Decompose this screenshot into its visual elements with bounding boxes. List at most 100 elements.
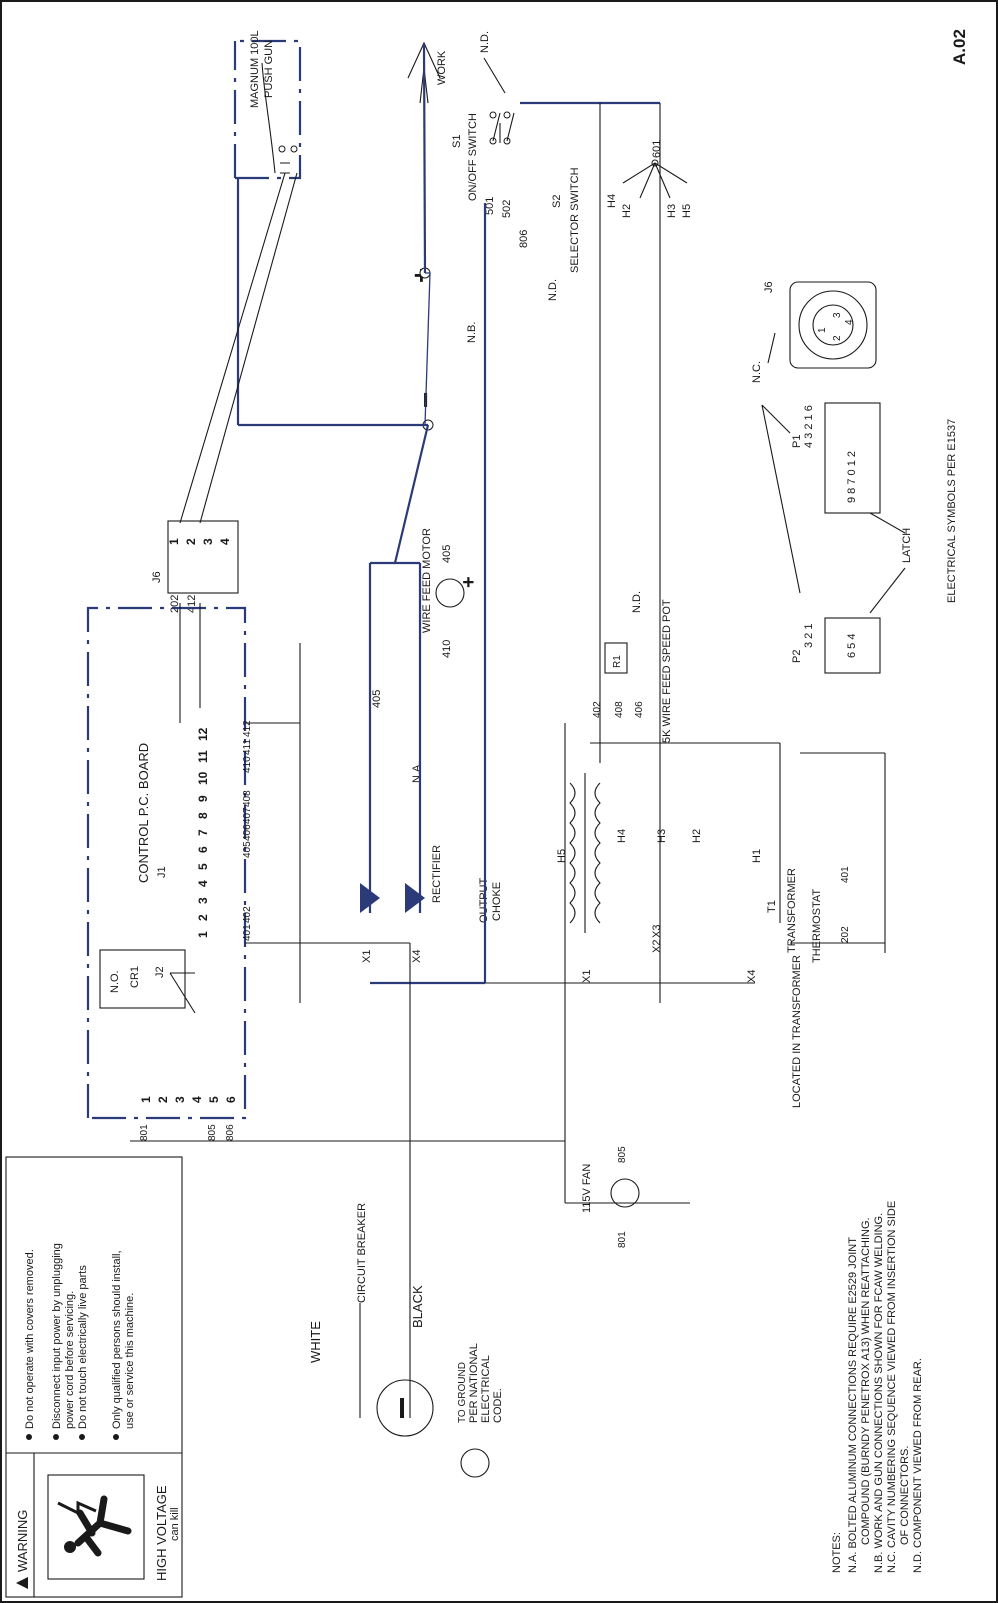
s1-label: S1 bbox=[451, 135, 463, 148]
control-board: CONTROL P.C. BOARD J1 J2 N.O. CR1 bbox=[86, 606, 247, 1120]
wire-label: H5 bbox=[681, 204, 693, 218]
wire-label: H5 bbox=[556, 849, 568, 863]
notes: NOTES: N.A. BOLTED ALUMINUM CONNECTIONS … bbox=[831, 1201, 924, 1573]
speed-pot: R1 N.D. 5K WIRE FEED SPEED POT 402 408 4… bbox=[592, 591, 673, 743]
warning-line: Disconnect input power by unplugging bbox=[51, 1243, 63, 1429]
sheet-id: A.02 bbox=[950, 29, 969, 65]
wire-label: 406 bbox=[634, 701, 645, 718]
j6-pin: 4 bbox=[218, 538, 232, 545]
wire-label: H2 bbox=[691, 829, 703, 843]
breaker-label: CIRCUIT BREAKER bbox=[356, 1203, 368, 1303]
j2-pin: 2 bbox=[156, 1096, 170, 1103]
j1-label: J1 bbox=[156, 866, 168, 878]
s2-label: S2 bbox=[551, 195, 563, 208]
wire-label: 408 bbox=[614, 701, 625, 718]
drawing-area: WARNING HIGH VOLTAGE can kill Do not ope… bbox=[5, 29, 969, 1598]
shock-figure-icon bbox=[57, 1495, 132, 1557]
j2-pin: 1 bbox=[139, 1096, 153, 1103]
j1-pin: 8 bbox=[196, 812, 210, 819]
selector-switch: S2 SELECTOR SWITCH N.D. 601 H2 H4 H3 H5 bbox=[547, 140, 693, 301]
wire-label: 202 bbox=[169, 595, 181, 613]
on-off-switch: S1 ON/OFF SWITCH 501 502 806 bbox=[451, 111, 530, 248]
note-line: OF CONNECTORS. bbox=[899, 1446, 911, 1545]
s2-name: SELECTOR SWITCH bbox=[569, 167, 581, 273]
p1-pin-row: 9 8 7 0 1 2 bbox=[846, 451, 858, 503]
j2-pin: 6 bbox=[224, 1096, 238, 1103]
white-label: WHITE bbox=[308, 1321, 323, 1363]
j2-pin: 3 bbox=[173, 1096, 187, 1103]
wire-label: 412 bbox=[186, 595, 198, 613]
power-cord: CIRCUIT BREAKER BLACK WHITE TO GROUND PE… bbox=[308, 1203, 504, 1478]
j6-pin: 2 bbox=[184, 538, 198, 545]
wire-label: 806 bbox=[225, 1124, 236, 1141]
wire-label: 406 bbox=[242, 824, 253, 841]
ground-note: CODE. bbox=[492, 1388, 504, 1423]
j1-pin: 2 bbox=[196, 914, 210, 921]
socket-pin: 2 bbox=[832, 335, 843, 341]
black-label: BLACK bbox=[410, 1285, 425, 1328]
wire-label: 412 bbox=[242, 720, 253, 737]
j1-pin: 3 bbox=[196, 897, 210, 904]
speed-pot-label: 5K WIRE FEED SPEED POT bbox=[661, 599, 673, 743]
nd-label: N.D. bbox=[479, 31, 491, 53]
fan: 115V FAN 801 805 bbox=[581, 1146, 640, 1248]
socket-pin: 1 bbox=[817, 327, 828, 333]
fan-label: 115V FAN bbox=[581, 1164, 593, 1213]
notes-heading: NOTES: bbox=[831, 1532, 843, 1573]
nd-label: N.D. bbox=[631, 591, 643, 613]
wire-label: 407 bbox=[242, 807, 253, 824]
wire-label: X3 bbox=[651, 925, 663, 938]
wire-label: 801 bbox=[617, 1231, 628, 1248]
t1-label: T1 bbox=[766, 900, 778, 913]
wire-label: H3 bbox=[666, 204, 678, 218]
wire-label: X4 bbox=[411, 950, 423, 963]
symbols-note: ELECTRICAL SYMBOLS PER E1537 bbox=[946, 419, 958, 603]
p1-label: P1 bbox=[791, 435, 803, 448]
socket-pin: 3 bbox=[832, 312, 843, 318]
p1-pin-row: 4 3 2 1 6 bbox=[803, 405, 815, 448]
nc-label: N.C. bbox=[751, 361, 763, 383]
wire-label: 805 bbox=[207, 1124, 218, 1141]
note-line: N.B. WORK AND GUN CONNECTIONS SHOWN FOR … bbox=[873, 1213, 885, 1573]
wire-label: 408 bbox=[242, 790, 253, 807]
wire-label: H4 bbox=[606, 194, 618, 208]
j2-connector: 1 2 3 4 5 6 801 805 806 bbox=[139, 1096, 238, 1141]
transformer-label: TRANSFORMER bbox=[786, 868, 798, 953]
rectifier-label: RECTIFIER bbox=[431, 845, 443, 903]
wire-label: 402 bbox=[592, 701, 603, 718]
warning-line: Do not touch electrically live parts bbox=[77, 1265, 89, 1429]
wire-label: 410 bbox=[441, 640, 453, 658]
ground-icon bbox=[460, 1448, 490, 1478]
no-label: N.O. bbox=[109, 970, 121, 993]
wire-label: 501 bbox=[484, 197, 496, 215]
wire-label: X1 bbox=[581, 970, 593, 983]
wire-label: H3 bbox=[656, 829, 668, 843]
wire-label: H2 bbox=[621, 204, 633, 218]
latch-label: LATCH bbox=[901, 528, 913, 563]
j1-pin: 5 bbox=[196, 863, 210, 870]
wire-feed-motor: WIRE FEED MOTOR 405 410 + 405 bbox=[371, 528, 480, 708]
wire-label: 405 bbox=[242, 841, 253, 858]
note-line: N.C. CAVITY NUMBERING SEQUENCE VIEWED FR… bbox=[886, 1201, 898, 1573]
wire-label: X1 bbox=[361, 950, 373, 963]
j2-pin: 4 bbox=[190, 1096, 204, 1103]
j1-connector: 1 2 3 4 5 6 7 8 9 10 11 12 401 402 405 4… bbox=[196, 720, 253, 941]
motor-label: WIRE FEED MOTOR bbox=[421, 528, 433, 633]
push-gun: MAGNUM 100L PUSH GUN bbox=[233, 30, 302, 180]
work-label: WORK bbox=[436, 50, 448, 85]
located-label: LOCATED IN TRANSFORMER bbox=[791, 955, 803, 1108]
j2-pin: 5 bbox=[207, 1096, 221, 1103]
wire-label: 801 bbox=[139, 1124, 150, 1141]
nd-label: N.D. bbox=[547, 279, 559, 301]
wires bbox=[130, 101, 886, 1418]
wire-label: 411 bbox=[242, 739, 253, 755]
electric-shock-icon bbox=[47, 1474, 145, 1580]
warning-heading: WARNING bbox=[15, 1510, 30, 1572]
warning-triangle-icon bbox=[16, 1577, 28, 1589]
j6-socket: 1 3 2 4 J6 bbox=[763, 281, 877, 369]
wire-label: 806 bbox=[518, 230, 530, 248]
thermostat-label: THERMOSTAT bbox=[811, 889, 823, 963]
wire-label: 805 bbox=[617, 1146, 628, 1163]
